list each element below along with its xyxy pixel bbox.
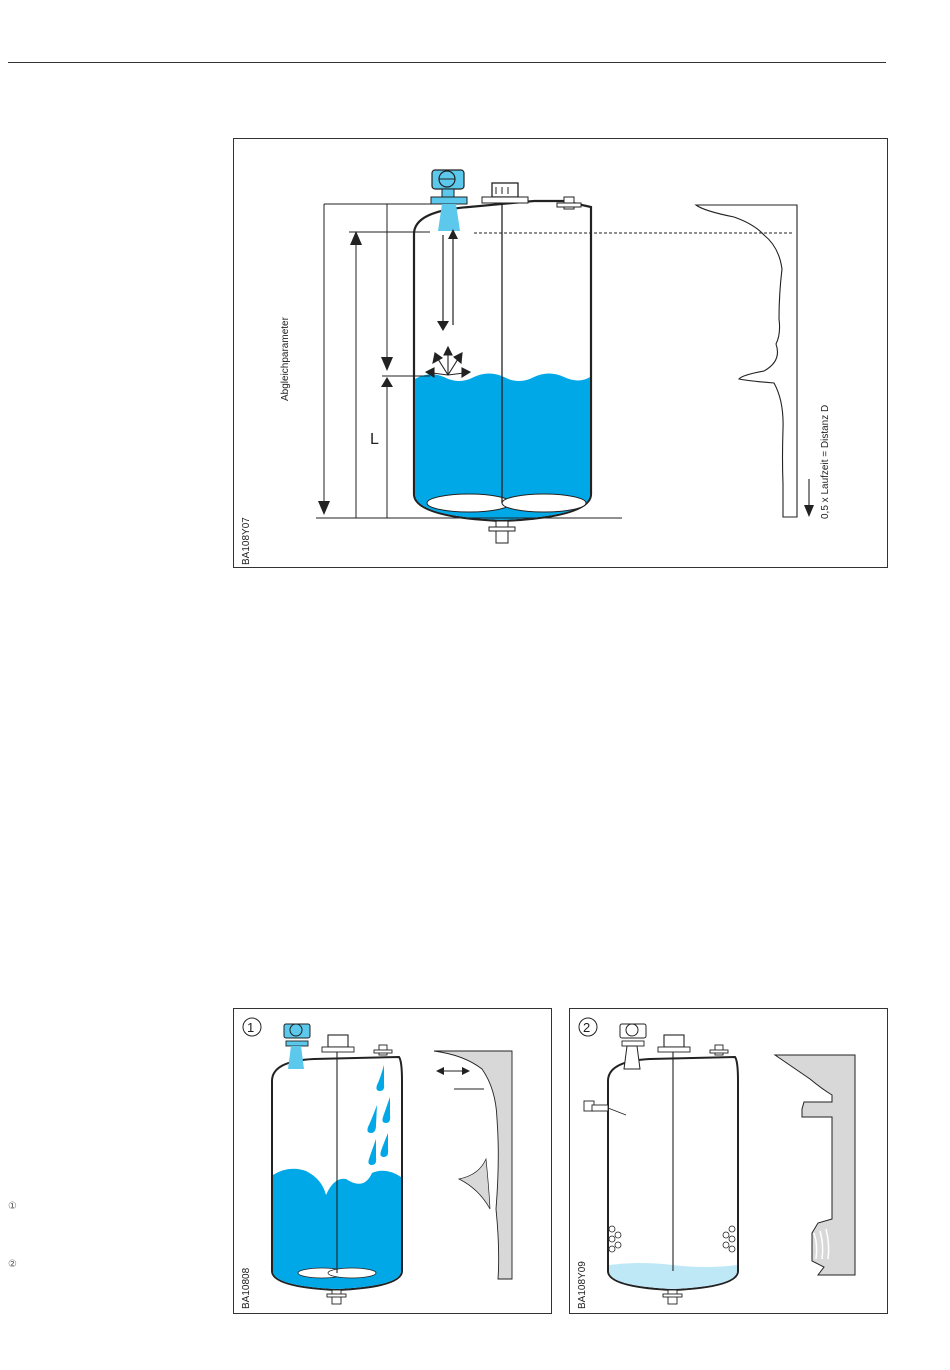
figure-1-number: 1 xyxy=(247,1020,254,1035)
figure-2-svg: 2 BA108Y09 xyxy=(570,1009,887,1313)
tank1-radar-horn xyxy=(288,1046,304,1069)
abgleich-label: Abgleichparameter xyxy=(280,316,291,401)
radar-flange xyxy=(431,197,467,204)
header-rule xyxy=(8,62,886,63)
tank1-echo-curve xyxy=(434,1051,512,1279)
tank-diagram-interference-2: 2 BA108Y09 xyxy=(569,1008,888,1314)
side-marker-1: ① xyxy=(8,1201,17,1212)
agitator-blade-left xyxy=(427,494,511,512)
main-diagram-svg: L Abgleichparameter BA108Y07 0,5 x Laufz… xyxy=(234,139,887,567)
echo-curve xyxy=(696,205,797,517)
tank2-echo-curve xyxy=(775,1055,855,1275)
tank2-radar-horn xyxy=(624,1046,640,1069)
figure-2-number: 2 xyxy=(583,1020,590,1035)
tank-diagram-interference-1: 1 BA10808 xyxy=(233,1008,552,1314)
main-tank-diagram: L Abgleichparameter BA108Y07 0,5 x Laufz… xyxy=(233,138,888,568)
side-marker-2: ② xyxy=(8,1259,17,1270)
tank1-motor xyxy=(328,1035,348,1047)
level-label: L xyxy=(370,431,379,448)
agitator-blade-right xyxy=(502,494,586,512)
echo-axis-label: 0,5 x Laufzeit = Distanz D xyxy=(820,405,831,519)
figure-1-svg: 1 BA10808 xyxy=(234,1009,551,1313)
figure-1-code: BA10808 xyxy=(241,1267,252,1309)
figure-2-code: BA108Y09 xyxy=(577,1261,588,1309)
tank2-motor xyxy=(664,1035,684,1047)
bottom-nozzle xyxy=(496,521,508,543)
figure-code-main: BA108Y07 xyxy=(241,517,252,565)
